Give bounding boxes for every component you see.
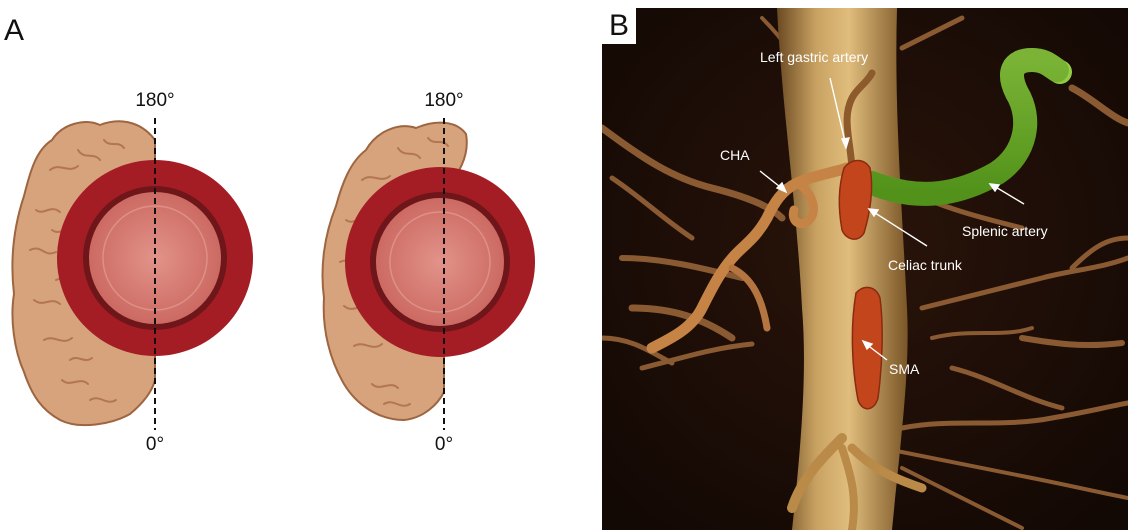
panel-a-diagram: 180° 0° 180° 0° xyxy=(0,0,600,530)
panel-b-letter: B xyxy=(602,8,636,44)
left-vessel-diagram: 180° 0° xyxy=(12,90,253,455)
right-vessel-lumen xyxy=(376,198,504,326)
right-bottom-label: 0° xyxy=(435,434,453,455)
label-cha: CHA xyxy=(720,147,750,163)
label-sma: SMA xyxy=(889,361,920,377)
panel-b-ct-image: Left gastric artery CHA Splenic artery C… xyxy=(602,8,1128,530)
label-splenic-artery: Splenic artery xyxy=(962,223,1048,239)
label-celiac-trunk: Celiac trunk xyxy=(888,257,963,273)
right-vessel-diagram: 180° 0° xyxy=(323,90,536,455)
label-left-gastric-artery: Left gastric artery xyxy=(760,49,868,65)
right-top-label: 180° xyxy=(424,90,463,111)
left-top-label: 180° xyxy=(135,90,174,111)
left-bottom-label: 0° xyxy=(146,434,164,455)
